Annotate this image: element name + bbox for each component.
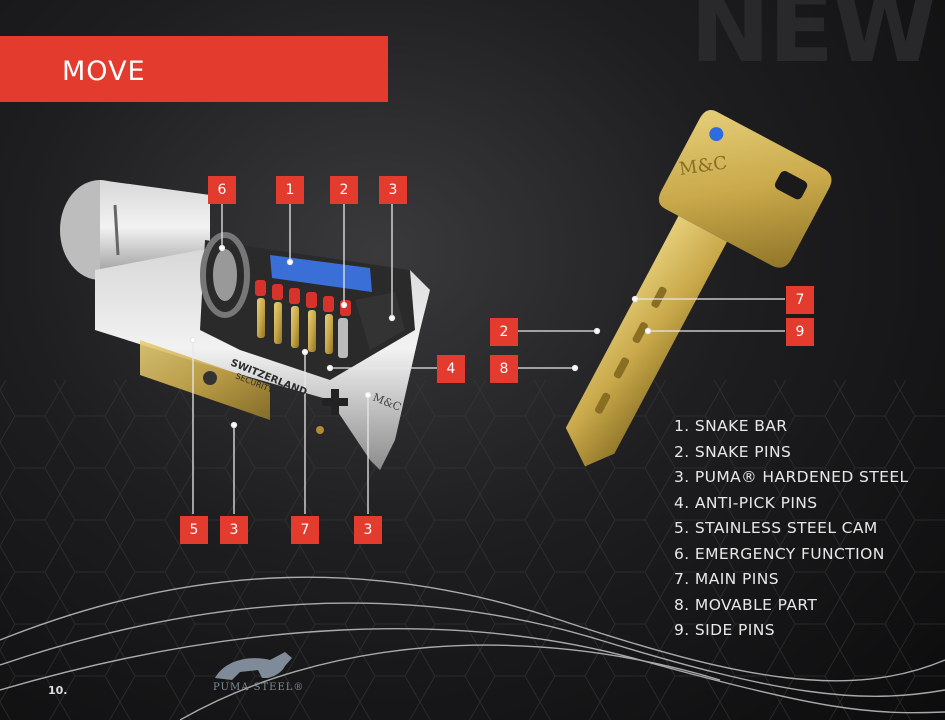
key-head: [658, 110, 832, 268]
callout-2-key: 2: [490, 318, 518, 346]
callout-9-key: 9: [786, 318, 814, 346]
anti-pick-pin: [338, 318, 348, 358]
callout-3-bottom-left: 3: [220, 516, 248, 544]
legend-item: 6. EMERGENCY FUNCTION: [674, 544, 885, 563]
legend-item: 1. SNAKE BAR: [674, 417, 788, 435]
callout-6: 6: [208, 176, 236, 204]
main-pins: [257, 298, 333, 354]
legend-item: 3. PUMA® HARDENED STEEL: [674, 468, 909, 486]
callout-7-key: 7: [786, 286, 814, 314]
lock-cylinder: [60, 180, 430, 470]
flow-lines: [0, 576, 945, 720]
snake-bar: [270, 255, 372, 292]
legend-item: 5. STAINLESS STEEL CAM: [674, 519, 878, 537]
page-title: MOVE: [62, 56, 146, 87]
header-bar: [0, 36, 388, 102]
key-blue-dot: [709, 127, 724, 142]
callout-4: 4: [437, 355, 465, 383]
leader-lines: [189, 204, 785, 514]
callout-3-top: 3: [379, 176, 407, 204]
new-watermark: NEW: [690, 0, 938, 84]
callout-1: 1: [276, 176, 304, 204]
key: [565, 110, 832, 467]
legend-item: 7. MAIN PINS: [674, 570, 779, 588]
swiss-cross: [322, 389, 348, 415]
legend-item: 8. MOVABLE PART: [674, 595, 818, 614]
emergency-ring: [200, 232, 250, 318]
legend-item: 4. ANTI-PICK PINS: [674, 493, 818, 512]
puma-icon: [215, 652, 292, 680]
callout-3-bottom-right: 3: [354, 516, 382, 544]
parts-legend: 1. SNAKE BAR 2. SNAKE PINS 3. PUMA® HARD…: [674, 414, 909, 644]
hex-grid: [0, 380, 945, 720]
puma-steel-logo-text: PUMA STEEL®: [213, 682, 305, 693]
callout-7-bottom: 7: [291, 516, 319, 544]
callout-5: 5: [180, 516, 208, 544]
page-number: 10.: [48, 684, 68, 697]
callout-2-top: 2: [330, 176, 358, 204]
legend-item: 2. SNAKE PINS: [674, 442, 792, 461]
legend-item: 9. SIDE PINS: [674, 621, 775, 639]
callout-8-key: 8: [490, 355, 518, 383]
